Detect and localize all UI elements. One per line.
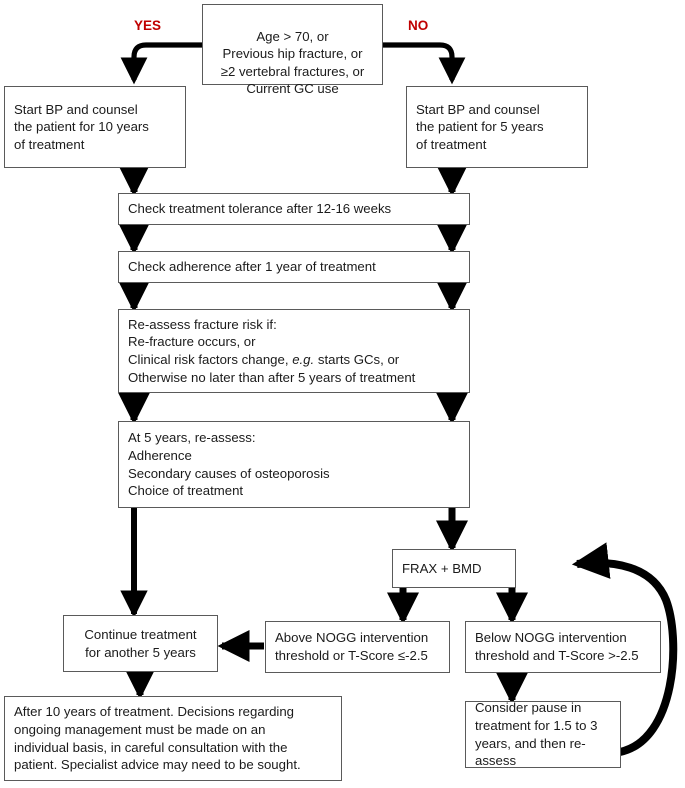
edge-label-yes: YES xyxy=(134,18,162,33)
node-above-nogg: Above NOGG intervention threshold or T-S… xyxy=(265,621,450,673)
node-check-adherence-text: Check adherence after 1 year of treatmen… xyxy=(128,259,376,275)
node-start-5-years: Start BP and counsel the patient for 5 y… xyxy=(406,86,588,168)
arrow-no-branch xyxy=(383,42,466,85)
node-check-adherence: Check adherence after 1 year of treatmen… xyxy=(118,251,470,283)
node-continue-treatment: Continue treatment for another 5 years xyxy=(63,615,218,672)
node-start-10-years-text: Start BP and counsel the patient for 10 … xyxy=(14,101,149,152)
node-reassess-line-2: Re-fracture occurs, or xyxy=(128,334,256,350)
node-consider-pause-text: Consider pause in treatment for 1.5 to 3… xyxy=(475,700,598,769)
node-continue-treatment-text: Continue treatment for another 5 years xyxy=(84,626,197,660)
arrow-yes-branch xyxy=(120,42,202,85)
node-after-10-years-text: After 10 years of treatment. Decisions r… xyxy=(14,704,301,773)
node-criteria-text: Age > 70, or Previous hip fracture, or ≥… xyxy=(220,28,365,97)
node-reassess-line-3: Clinical risk factors change, e.g. start… xyxy=(128,351,460,369)
node-below-nogg: Below NOGG intervention threshold and T-… xyxy=(465,621,661,673)
edge-label-no: NO xyxy=(408,18,429,33)
node-check-tolerance: Check treatment tolerance after 12-16 we… xyxy=(118,193,470,225)
node-reassess-fracture-risk: Re-assess fracture risk if: Re-fracture … xyxy=(118,309,470,393)
node-at-5-years-text: At 5 years, re-assess: Adherence Seconda… xyxy=(128,430,330,499)
arrow-pause-back-to-frax xyxy=(571,542,678,756)
node-reassess-line-4: Otherwise no later than after 5 years of… xyxy=(128,369,416,385)
node-criteria: Age > 70, or Previous hip fracture, or ≥… xyxy=(202,4,383,96)
node-below-nogg-text: Below NOGG intervention threshold and T-… xyxy=(475,630,639,663)
node-above-nogg-text: Above NOGG intervention threshold or T-S… xyxy=(275,630,429,663)
node-frax-bmd-text: FRAX + BMD xyxy=(402,560,482,576)
node-reassess-line-1: Re-assess fracture risk if: xyxy=(128,316,277,332)
node-reassess-line-3a: Clinical risk factors change, xyxy=(128,352,293,367)
node-after-10-years: After 10 years of treatment. Decisions r… xyxy=(4,696,342,781)
node-frax-bmd: FRAX + BMD xyxy=(392,549,516,588)
node-consider-pause: Consider pause in treatment for 1.5 to 3… xyxy=(465,700,621,769)
node-start-5-years-text: Start BP and counsel the patient for 5 y… xyxy=(416,101,544,152)
node-reassess-line-3c: starts GCs, or xyxy=(314,352,400,367)
node-start-10-years: Start BP and counsel the patient for 10 … xyxy=(4,86,186,168)
node-reassess-line-3b: e.g. xyxy=(292,352,315,367)
node-at-5-years: At 5 years, re-assess: Adherence Seconda… xyxy=(118,421,470,508)
node-check-tolerance-text: Check treatment tolerance after 12-16 we… xyxy=(128,201,392,217)
